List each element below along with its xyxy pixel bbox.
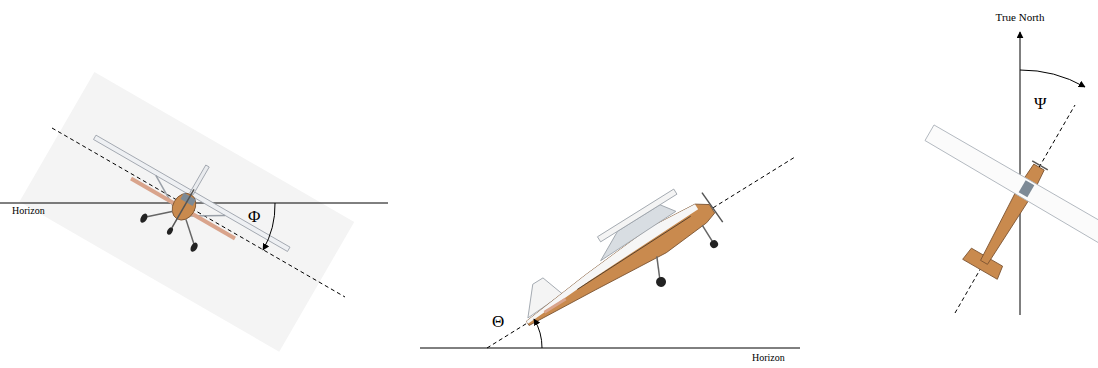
airplane-side-view <box>508 176 735 357</box>
pitch-panel <box>420 157 800 358</box>
pitch-arc <box>534 319 542 348</box>
yaw-panel <box>883 32 1098 325</box>
roll-panel <box>0 72 388 352</box>
body-axis <box>487 157 795 348</box>
yaw-arc <box>1020 70 1085 87</box>
roll-arc <box>263 203 275 250</box>
horizon-label: Horizon <box>12 206 45 216</box>
airplane-top-view <box>883 109 1098 325</box>
wing-axis <box>52 128 345 297</box>
airplane-front-view <box>70 110 305 293</box>
horizon-label: Horizon <box>752 353 785 363</box>
north-label: True North <box>996 12 1045 23</box>
photo-ground <box>19 72 354 352</box>
north-axis <box>1020 32 1021 315</box>
pitch-angle-symbol: Θ <box>492 313 504 330</box>
horizon-line <box>420 348 800 349</box>
roll-angle-symbol: Φ <box>248 208 260 225</box>
yaw-angle-symbol: Ψ <box>1034 95 1047 112</box>
